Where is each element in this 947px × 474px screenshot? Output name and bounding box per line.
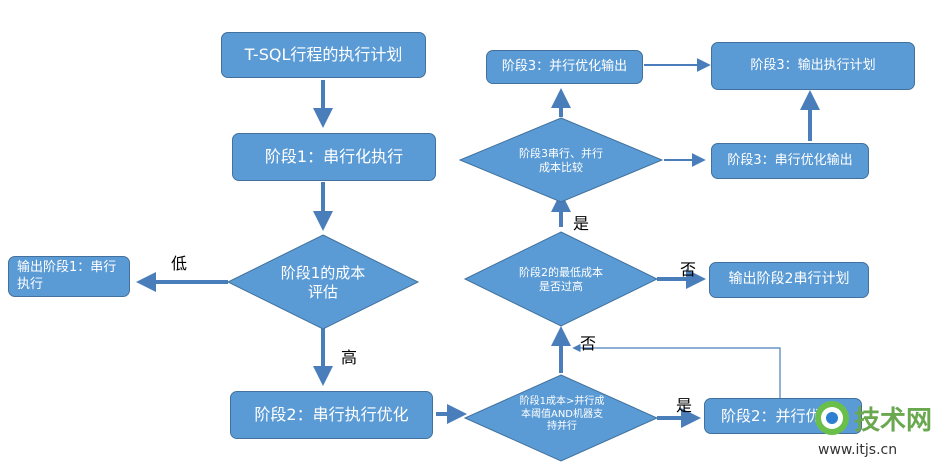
diamond-stage3-compare [458,117,664,203]
label-high: 高 [341,348,358,367]
stage3-serial-out-node: 阶段3：串行优化输出 [711,143,869,179]
watermark-url: www.itjs.cn [818,442,898,458]
label-yes-top: 是 [573,214,590,233]
min-cost-text: 阶段2的最低成本是否过高 [519,266,603,293]
cost-eval-text: 阶段1的成本评估 [280,264,366,301]
start-node: T-SQL行程的执行计划 [221,32,426,78]
stage3-parallel-out-node: 阶段3：并行优化输出 [486,50,643,84]
label-no-right: 否 [680,260,697,279]
stage3-compare-text: 阶段3串行、并行成本比较 [519,147,603,174]
label-yes-bottom: 是 [676,396,693,415]
diamond-cost-check [463,374,659,462]
label-no-bottom: 否 [580,334,597,353]
diamond-min-cost [463,231,659,327]
output-stage1-node: 输出阶段1：串行执行 [8,256,130,297]
stage3-exec-out-node: 阶段3：输出执行计划 [711,42,915,90]
watermark: 技术网 www.itjs.cn [812,396,944,470]
stage2-opt-node: 阶段2：串行执行优化 [230,391,433,439]
output-stage2-node: 输出阶段2串行计划 [709,262,869,298]
label-low: 低 [171,254,188,273]
cost-check-text: 阶段1成本>并行成本阈值AND机器支持并行 [519,396,605,432]
watermark-logo-icon [815,401,849,435]
watermark-brand: 技术网 [854,406,933,436]
diamond-cost-eval [226,234,420,330]
arrow-parallel-back-to-mincost [572,343,781,398]
stage1-serial-node: 阶段1：串行化执行 [232,133,436,181]
